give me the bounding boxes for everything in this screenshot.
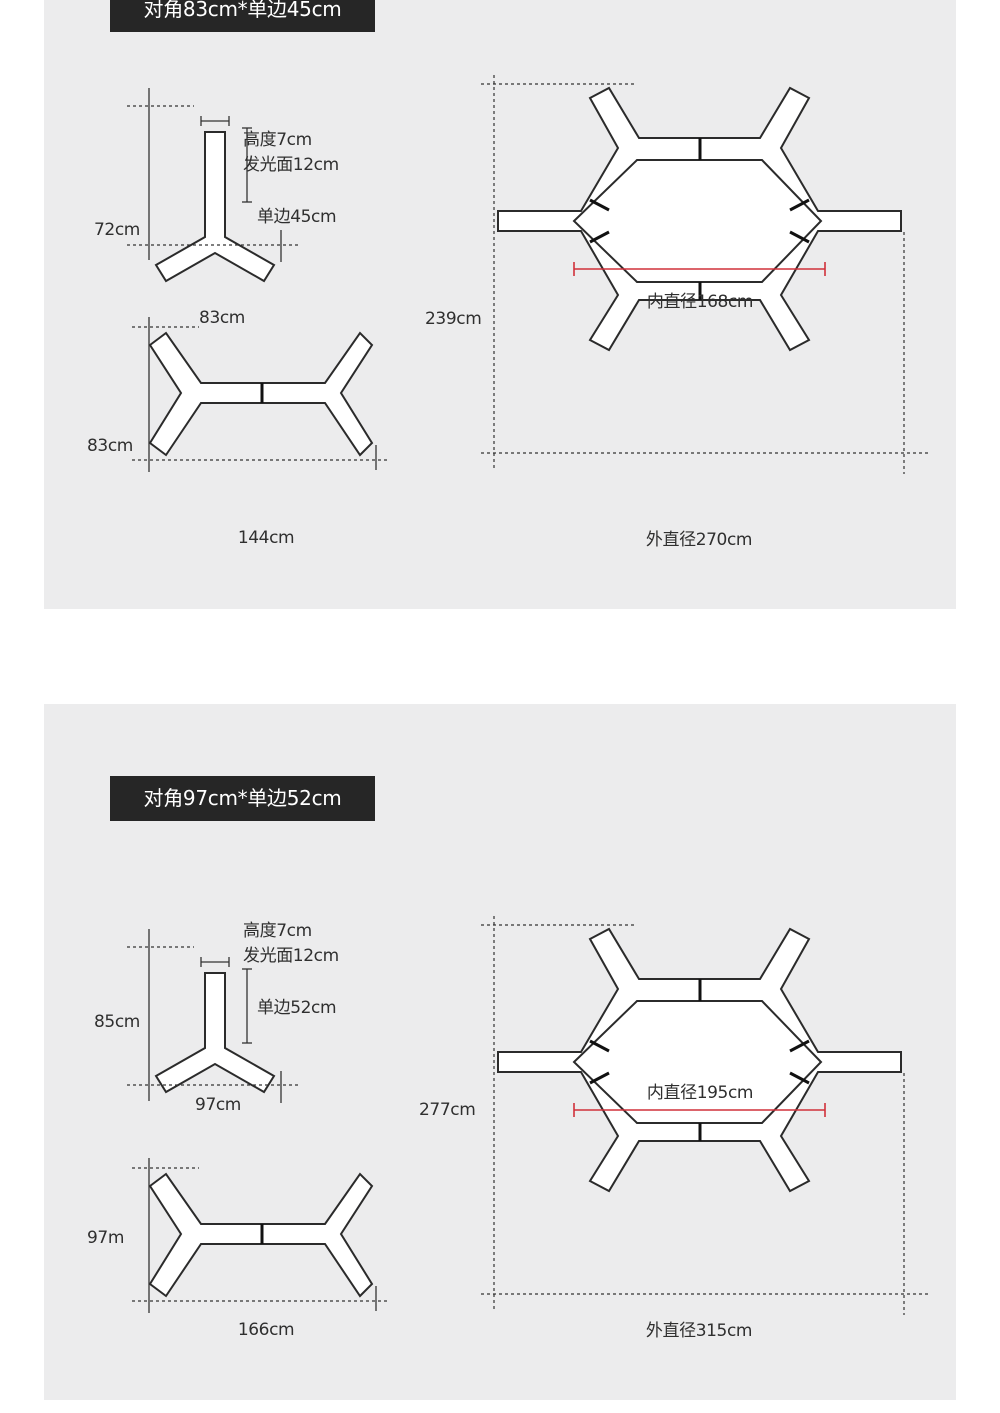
section-title-2: 对角97cm*单边52cm <box>110 776 375 821</box>
y-unit-shape <box>154 972 276 1094</box>
pair-drawing <box>132 1158 389 1313</box>
hexagon-inner <box>572 159 823 283</box>
hex-height-label: 239cm <box>425 309 482 329</box>
diagram-2 <box>127 916 929 1315</box>
section-title-1: 对角83cm*单边45cm <box>110 0 375 32</box>
unit-vertical-label: 85cm <box>94 1012 140 1032</box>
unit-side-label: 单边45cm <box>257 207 337 227</box>
hexagon-drawing <box>481 916 929 1315</box>
pair-height-label: 97m <box>87 1228 124 1248</box>
hexagon-drawing <box>481 75 929 474</box>
diagram-1 <box>127 75 929 474</box>
pair-height-label: 83cm <box>87 436 133 456</box>
pair-drawing <box>132 317 389 472</box>
pair-width-label: 144cm <box>237 528 295 548</box>
pair-width-label: 166cm <box>237 1320 295 1340</box>
hexagon-inner <box>572 1000 823 1124</box>
unit-width-label: 97cm <box>195 1095 241 1115</box>
unit-face-label: 发光面12cm <box>243 946 339 966</box>
hex-outer-label: 外直径315cm <box>645 1321 753 1341</box>
unit-face-label: 发光面12cm <box>243 155 339 175</box>
hex-outer-label: 外直径270cm <box>645 530 753 550</box>
y-unit-drawing <box>127 929 299 1103</box>
unit-vertical-label: 72cm <box>94 220 140 240</box>
y-unit-shape <box>154 131 276 283</box>
unit-height-label: 高度7cm <box>243 130 312 150</box>
hex-inner-label: 内直径195cm <box>646 1083 754 1103</box>
hex-inner-label: 内直径168cm <box>646 292 754 312</box>
spec-panel-1: 对角83cm*单边45cm 高度7cm 发光面12cm 单边45cm 72cm … <box>44 0 956 609</box>
y-unit-drawing <box>127 88 299 283</box>
spec-panel-2: 对角97cm*单边52cm 高度7cm 发光面12cm 单边52cm 85cm … <box>44 704 956 1400</box>
hex-height-label: 277cm <box>419 1100 476 1120</box>
unit-width-label: 83cm <box>199 308 245 328</box>
unit-side-label: 单边52cm <box>257 998 337 1018</box>
unit-height-label: 高度7cm <box>243 921 312 941</box>
